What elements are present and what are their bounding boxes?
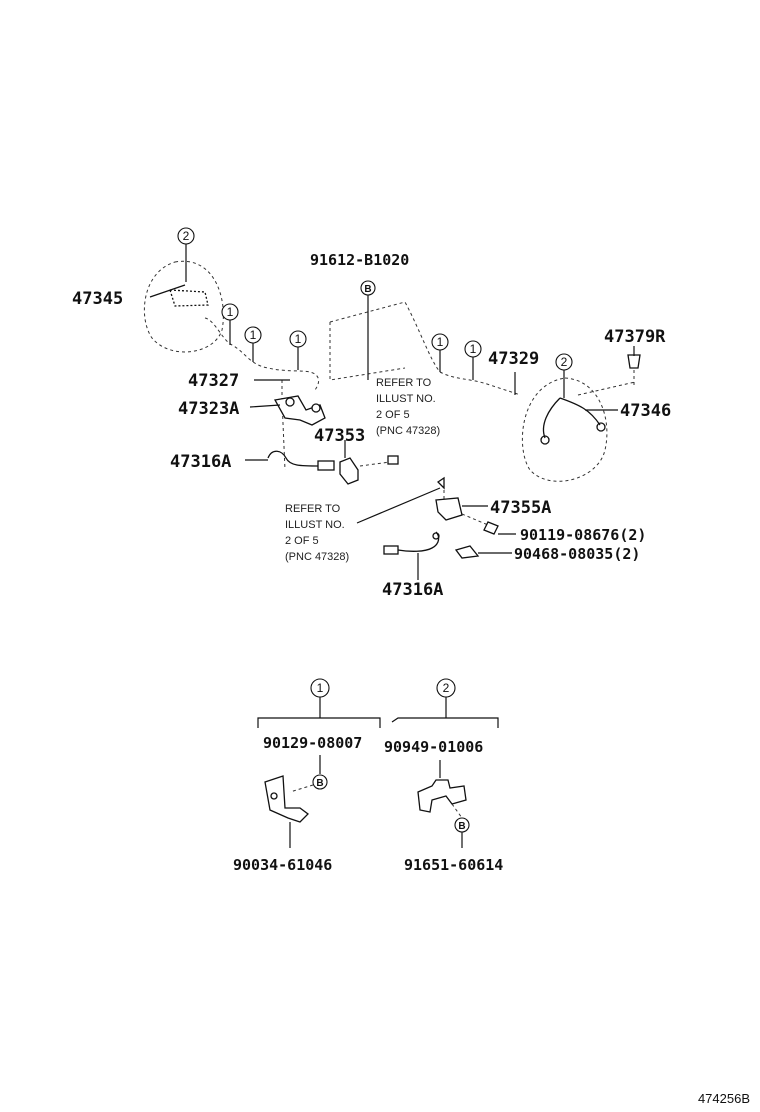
label-91612-B1020: 91612-B1020 <box>310 251 409 269</box>
bracket-47355A <box>435 476 516 559</box>
label-47316A-top: 47316A <box>170 452 231 472</box>
svg-text:2 OF 5: 2 OF 5 <box>376 409 410 421</box>
svg-text:REFER TO: REFER TO <box>376 377 432 389</box>
svg-text:B: B <box>458 821 465 832</box>
detail-1: 1 90129-08007 B 90034-61046 <box>233 678 381 874</box>
flex-hose-47316A-top <box>245 450 335 471</box>
callout-1-e: 1 <box>464 340 482 380</box>
label-90949-01006: 90949-01006 <box>384 738 483 756</box>
label-47355A: 47355A <box>490 498 551 518</box>
callout-2-left: 2 <box>177 227 195 282</box>
svg-text:(PNC 47328): (PNC 47328) <box>285 551 349 563</box>
refer-note-left: REFER TO ILLUST NO. 2 OF 5 (PNC 47328) <box>285 503 349 563</box>
label-47316A-bottom: 47316A <box>382 580 443 600</box>
label-47353: 47353 <box>314 426 365 446</box>
label-47346: 47346 <box>620 401 671 421</box>
flex-hose-47316A-bottom <box>383 531 440 580</box>
label-47323A: 47323A <box>178 399 239 419</box>
svg-text:ILLUST NO.: ILLUST NO. <box>285 519 345 531</box>
detail-2: 2 90949-01006 B 91651-60614 <box>384 678 503 874</box>
svg-text:(PNC 47328): (PNC 47328) <box>376 425 440 437</box>
svg-text:B: B <box>364 284 371 295</box>
right-backing-plate <box>521 377 636 482</box>
callout-2-right: 2 <box>555 353 573 398</box>
svg-text:1: 1 <box>470 342 477 356</box>
svg-text:1: 1 <box>295 332 302 346</box>
svg-text:1: 1 <box>437 335 444 349</box>
grommet-47379R <box>627 354 641 385</box>
svg-text:2: 2 <box>561 355 568 369</box>
callout-1-c: 1 <box>289 330 307 370</box>
refer-left-leader <box>356 487 441 524</box>
label-47329: 47329 <box>488 349 539 369</box>
callout-1-a: 1 <box>221 303 239 345</box>
callout-1-b: 1 <box>244 326 262 362</box>
label-91651-60614: 91651-60614 <box>404 856 503 874</box>
label-47345: 47345 <box>72 289 123 309</box>
bolt-b-callout: B <box>360 280 376 296</box>
label-90119-08676: 90119-08676(2) <box>520 526 646 544</box>
svg-text:B: B <box>316 778 323 789</box>
svg-text:REFER TO: REFER TO <box>285 503 341 515</box>
svg-text:ILLUST NO.: ILLUST NO. <box>376 393 436 405</box>
label-90129-08007: 90129-08007 <box>263 734 362 752</box>
svg-text:2: 2 <box>183 229 190 243</box>
svg-text:1: 1 <box>317 681 324 695</box>
label-47379R: 47379R <box>604 327 666 347</box>
left-backing-plate <box>143 260 224 353</box>
bracket-47353 <box>339 440 399 485</box>
figure-id: 474256B <box>698 1091 750 1106</box>
svg-text:1: 1 <box>227 305 234 319</box>
svg-text:1: 1 <box>250 328 257 342</box>
svg-text:2 OF 5: 2 OF 5 <box>285 535 319 547</box>
label-90468-08035: 90468-08035(2) <box>514 545 640 563</box>
refer-note-right: REFER TO ILLUST NO. 2 OF 5 (PNC 47328) <box>376 377 440 437</box>
svg-text:2: 2 <box>443 681 450 695</box>
junction-block-47323A <box>249 395 326 426</box>
label-47327: 47327 <box>188 371 239 391</box>
callout-1-d: 1 <box>431 333 449 372</box>
label-90034-61046: 90034-61046 <box>233 856 332 874</box>
